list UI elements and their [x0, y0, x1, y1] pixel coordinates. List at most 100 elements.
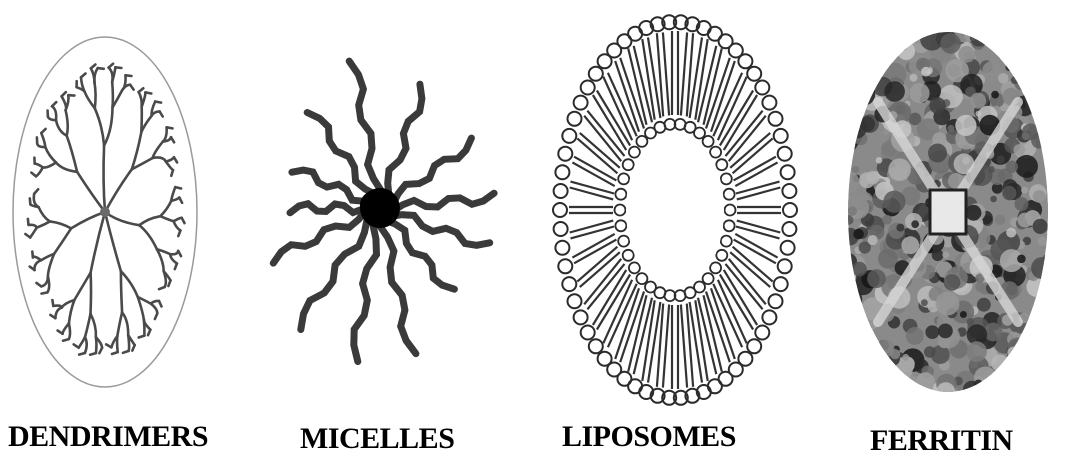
lipid-head: [710, 262, 721, 273]
lipid-head: [774, 277, 788, 291]
ferritin-subunit: [1033, 337, 1043, 347]
ferritin-subunit: [863, 361, 886, 384]
dendrimer-tip: [91, 65, 96, 69]
ferritin-subunit: [1008, 338, 1027, 357]
ferritin-subunit: [847, 284, 856, 293]
dendrimer-tip: [178, 251, 181, 256]
ferritin-subunit: [1025, 343, 1046, 364]
ferritin-subunit: [942, 251, 949, 258]
dendrimer-tip: [32, 252, 33, 258]
dendrimer-tip: [179, 198, 182, 203]
dendrimer-branch: [67, 136, 77, 172]
lipid-head: [703, 273, 714, 284]
ferritin-subunit: [840, 68, 859, 89]
dendrimer-tip: [132, 345, 134, 351]
ferritin-subunit: [857, 36, 881, 60]
lipid-tail: [570, 221, 614, 233]
ferritin-subunit: [1043, 347, 1051, 355]
ferritin-subunit: [1033, 219, 1048, 234]
dendrimer-branch: [37, 221, 50, 227]
ferritin-subunit: [875, 367, 884, 376]
ferritin-subunit: [991, 381, 1003, 393]
lipid-head: [553, 203, 567, 217]
ferritin-subunit: [878, 249, 898, 269]
dendrimer-branch: [166, 162, 173, 171]
dendrimer-branch: [96, 337, 97, 353]
dendrimer-tip: [112, 352, 118, 354]
dendrimer-branch: [95, 83, 96, 109]
dendrimer-branch: [157, 249, 164, 271]
ferritin-subunit: [897, 377, 909, 389]
ferritin-subunit: [995, 215, 1006, 226]
ferritin-subunit: [898, 381, 917, 400]
dendrimer-branch: [139, 216, 160, 225]
ferritin-subunit: [881, 42, 891, 52]
lipid-head: [721, 236, 732, 247]
ferritin-subunit: [960, 311, 967, 318]
ferritin-subunit: [1000, 41, 1022, 63]
ferritin-subunit: [1035, 299, 1047, 311]
ferritin-subunit: [970, 93, 986, 109]
dendrimer-branch: [55, 308, 61, 319]
dendrimer-panel: DENDRIMERS: [0, 0, 260, 456]
ferritin-subunit: [994, 27, 1006, 39]
ferritin-diagram: [840, 0, 1072, 400]
ferritin-subunit: [852, 166, 859, 173]
ferritin-subunit: [1026, 366, 1039, 379]
dendrimer-branch: [56, 120, 67, 136]
dendrimer-tip: [90, 353, 96, 355]
ferritin-subunit: [958, 46, 975, 63]
lipid-head: [782, 184, 796, 198]
dendrimer-tip: [115, 67, 121, 68]
dendrimer-branch: [95, 108, 104, 145]
ferritin-subunit: [990, 196, 997, 203]
lipid-head: [724, 189, 735, 200]
lipid-head: [623, 159, 634, 170]
ferritin-subunit: [1040, 282, 1051, 293]
liposome-panel: LIPOSOMES: [540, 0, 810, 456]
ferritin-subunit: [897, 42, 915, 60]
dendrimer-branch: [170, 254, 177, 263]
lipid-head: [778, 147, 792, 161]
dendrimer-tip: [139, 88, 144, 92]
lipid-tail: [571, 182, 615, 194]
dendrimer-branch: [91, 273, 92, 314]
lipid-tail: [736, 182, 780, 194]
lipid-head: [574, 310, 588, 324]
dendrimer-branch: [94, 68, 97, 83]
ferritin-subunit: [844, 269, 854, 279]
ferritin-subunit: [882, 215, 892, 225]
lipid-tail: [570, 188, 614, 200]
dendrimer-diagram: [0, 0, 260, 400]
ferritin-subunit: [1005, 367, 1028, 390]
ferritin-subunit: [974, 380, 983, 389]
ferritin-subunit: [867, 269, 886, 288]
lipid-head: [774, 129, 788, 143]
dendrimer-tip: [41, 129, 45, 133]
dendrimer-tip: [148, 330, 150, 336]
ferritin-center: [930, 190, 966, 234]
lipid-head: [568, 112, 582, 126]
dendrimer-branch: [85, 92, 95, 109]
dendrimer-branch: [153, 142, 163, 158]
ferritin-subunit: [924, 346, 936, 358]
ferritin-subunit: [1006, 228, 1016, 238]
dendrimer-branch: [144, 320, 145, 336]
lipid-head: [581, 81, 595, 95]
lipid-head: [555, 241, 569, 255]
dendrimer-branch: [79, 337, 85, 348]
ferritin-subunit: [898, 35, 906, 43]
dendrimer-branch: [63, 323, 69, 334]
ferritin-subunit: [884, 81, 905, 102]
lipid-head: [574, 96, 588, 110]
ferritin-subunit: [938, 324, 953, 339]
micelle-diagram: [260, 0, 510, 400]
ferritin-subunit: [1012, 37, 1026, 51]
ferritin-subunit: [859, 116, 875, 132]
dendrimer-branch: [117, 312, 122, 336]
dendrimer-branch: [104, 108, 112, 146]
ferritin-subunit: [995, 35, 1015, 55]
ferritin-shell: [840, 24, 1057, 400]
dendrimer-core: [100, 207, 110, 217]
ferritin-subunit: [901, 236, 919, 254]
